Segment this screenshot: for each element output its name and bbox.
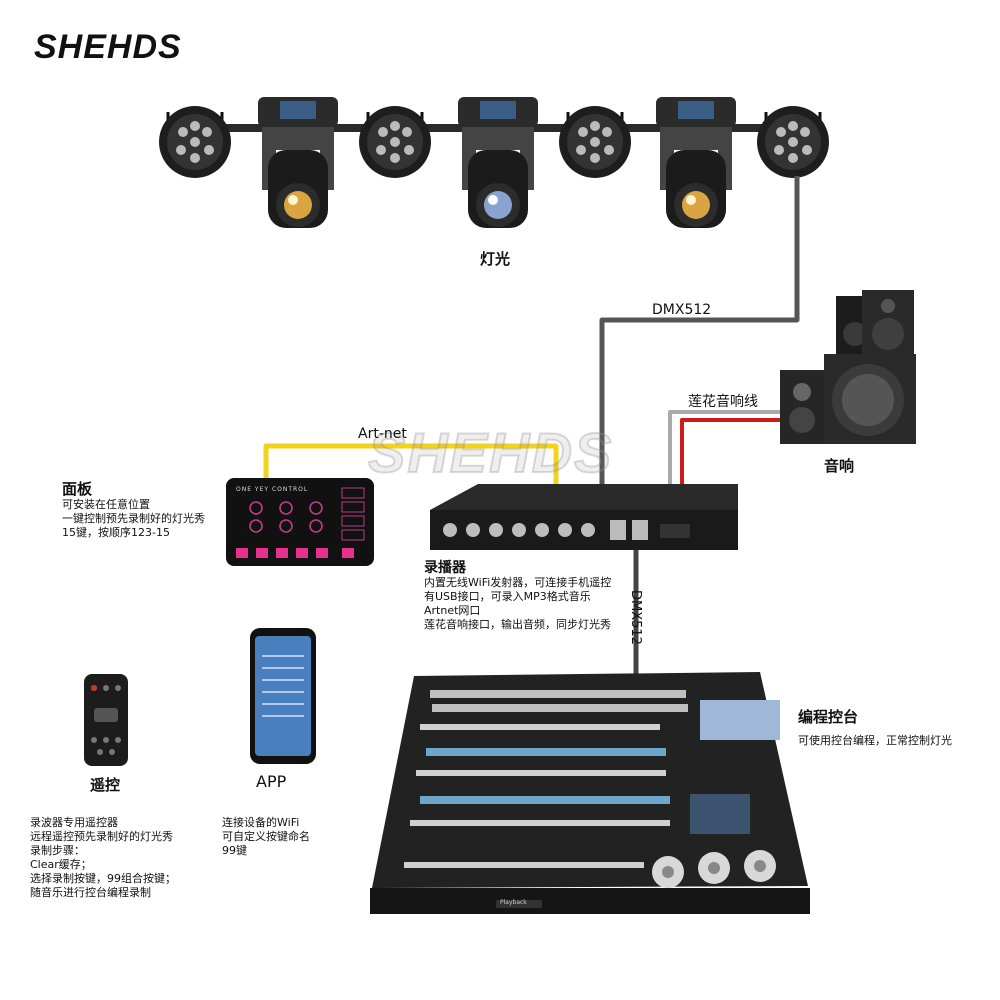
par-light-1	[159, 106, 231, 178]
dmx-top-label: DMX512	[652, 302, 712, 318]
console-title: 编程控台	[798, 708, 859, 726]
panel-desc-line: 15键，按顺序123-15	[62, 526, 170, 539]
par-light-2	[359, 106, 431, 178]
panel-description: 可安装在任意位置 一键控制预先录制好的灯光秀 15键，按顺序123-15	[62, 498, 205, 540]
lotus-cable-white	[668, 410, 782, 488]
remote-desc-line: 随音乐进行控台编程录制	[30, 886, 151, 899]
lotus-cable-label: 莲花音响线	[688, 394, 758, 410]
recorder-desc-line: 内置无线WiFi发射器，可连接手机遥控	[424, 576, 612, 589]
remote-desc-line: 录波器专用遥控器	[30, 816, 118, 829]
app-desc-line: 可自定义按键命名	[222, 830, 310, 843]
brand-logo: SHEHDS	[34, 28, 182, 66]
moving-head-1	[258, 97, 338, 228]
remote-label: 遥控	[90, 776, 121, 794]
recorder-title: 录播器	[424, 560, 466, 576]
remote-desc-line: Clear缓存；	[30, 858, 92, 871]
remote-description: 录波器专用遥控器 远程遥控预先录制好的灯光秀 录制步骤： Clear缓存； 选择…	[30, 816, 176, 900]
panel-title: 面板	[62, 480, 93, 498]
art-net-label: Art-net	[358, 426, 407, 442]
lights-label: 灯光	[480, 250, 511, 268]
recorder-desc-line: 莲花音响接口，输出音频，同步灯光秀	[424, 618, 611, 631]
speaker-label: 音响	[824, 457, 855, 475]
app-description: 连接设备的WiFi 可自定义按键命名 99键	[222, 816, 310, 858]
recorder-description: 内置无线WiFi发射器，可连接手机遥控 有USB接口，可录入MP3格式音乐 Ar…	[424, 576, 611, 632]
recorder-desc-line: 有USB接口，可录入MP3格式音乐	[424, 590, 591, 603]
app-desc-line: 连接设备的WiFi	[222, 816, 300, 829]
dmx-cable-lights	[599, 176, 800, 488]
panel-desc-line: 一键控制预先录制好的灯光秀	[62, 512, 205, 525]
panel-desc-line: 可安装在任意位置	[62, 498, 150, 511]
remote-desc-line: 远程遥控预先录制好的灯光秀	[30, 830, 173, 843]
remote-desc-line: 录制步骤：	[30, 844, 85, 857]
recorder-desc-line: Artnet网口	[424, 604, 481, 617]
par-light-3	[559, 106, 631, 178]
watermark-logo: SHEHDS	[367, 420, 614, 485]
panel-screen-title: ONE YEY CONTROL	[236, 486, 309, 493]
touch-panel	[226, 478, 374, 566]
remote-control	[84, 674, 128, 766]
remote-desc-line: 选择录制按键，99组合按键；	[30, 872, 176, 885]
speaker-system	[780, 290, 916, 444]
app-desc-line: 99键	[222, 844, 247, 857]
app-label: APP	[256, 772, 287, 791]
dmx-vertical-label: DMX512	[628, 590, 643, 645]
par-light-4	[757, 106, 829, 178]
smartphone-app	[250, 628, 316, 764]
console-description: 可使用控台编程，正常控制灯光	[798, 734, 952, 747]
moving-head-3	[656, 97, 736, 228]
console-playback-label: Playback	[500, 899, 527, 906]
moving-head-2	[458, 97, 538, 228]
lighting-console	[370, 672, 810, 914]
lotus-cable-red	[680, 418, 782, 488]
recorder-unit	[430, 484, 738, 550]
